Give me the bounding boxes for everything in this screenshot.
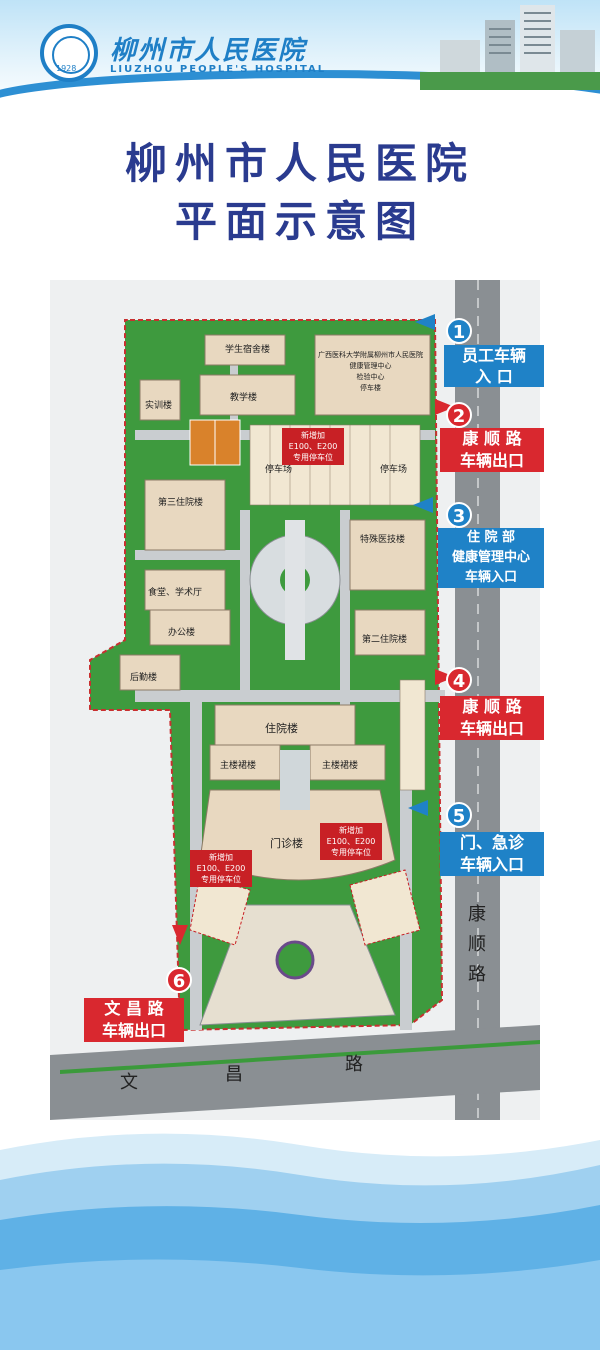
ev-parking-right xyxy=(349,869,421,946)
health-center-building xyxy=(314,334,431,416)
logistics-building xyxy=(119,654,181,691)
entrance-1-label: 员工车辆 入 口 xyxy=(444,345,544,387)
hospital-name-cn: 柳州市人民医院 xyxy=(110,36,307,66)
ev-tag-north: 新增加 E100、E200 专用停车位 xyxy=(282,428,344,465)
entrance-3-marker: 3 xyxy=(446,502,472,528)
entrance-4-label: 康 顺 路 车辆出口 xyxy=(440,696,544,740)
inpatient-building xyxy=(214,704,356,746)
office-building xyxy=(149,609,231,646)
label-inpatient: 住院楼 xyxy=(265,722,298,735)
label-annex-right: 主楼裙楼 xyxy=(322,761,359,771)
header-banner: 1928 柳州市人民医院 LIUZHOU PEOPLE'S HOSPITAL xyxy=(0,0,600,110)
canteen-building xyxy=(144,569,226,611)
arrow-2 xyxy=(435,399,455,415)
label-third-ward: 第三住院楼 xyxy=(158,498,204,508)
arrow-1 xyxy=(415,314,435,330)
page-title-line1: 柳州市人民医院 xyxy=(124,139,475,188)
label-second-ward: 第二住院楼 xyxy=(362,635,408,645)
special-med-building xyxy=(349,519,426,591)
road-label-east-1: 康 xyxy=(468,904,486,925)
dorm-building xyxy=(204,334,286,366)
second-ward-building xyxy=(354,609,426,656)
logo-year: 1928 xyxy=(56,64,77,73)
entrance-3-label: 住 院 部 健康管理中心 车辆入口 xyxy=(438,528,544,588)
label-teaching: 教学楼 xyxy=(230,393,258,403)
label-canteen: 食堂、学术厅 xyxy=(148,588,203,598)
ev-tag-left: 新增加 E100、E200 专用停车位 xyxy=(190,850,252,887)
annex-right-building xyxy=(309,744,386,781)
ev-parking-left xyxy=(189,874,251,946)
label-special-med: 特殊医技楼 xyxy=(360,535,406,545)
parking-lot-east xyxy=(399,679,426,791)
label-health-center: 广西医科大学附属柳州市人民医院 健康管理中心 检验中心 停车楼 xyxy=(318,351,423,392)
hospital-name-en: LIUZHOU PEOPLE'S HOSPITAL xyxy=(110,64,327,75)
arrow-4 xyxy=(435,669,455,685)
entrance-4-marker: 4 xyxy=(446,667,472,693)
road-label-east-3: 路 xyxy=(468,964,486,985)
label-annex-left: 主楼裙楼 xyxy=(220,761,257,771)
entrance-1-marker: 1 xyxy=(446,318,472,344)
label-parking1: 停车场 xyxy=(265,465,293,475)
bottom-water-decoration xyxy=(0,1133,600,1350)
road-label-south-3: 路 xyxy=(345,1054,363,1075)
inner-courtyard xyxy=(280,750,310,810)
road-label-south-2: 昌 xyxy=(225,1064,243,1085)
hospital-skyline-image xyxy=(420,5,600,90)
annex-left-building xyxy=(209,744,281,781)
label-dorm: 学生宿舍楼 xyxy=(225,345,271,355)
arrow-6 xyxy=(172,925,188,945)
entrance-5-label: 门、急诊 车辆入口 xyxy=(440,832,544,876)
road-label-east-2: 顺 xyxy=(468,934,486,955)
label-training: 实训楼 xyxy=(145,401,173,411)
arrow-3 xyxy=(413,497,433,513)
label-logistics: 后勤楼 xyxy=(130,673,158,683)
third-ward-building xyxy=(144,479,226,551)
entrance-2-label: 康 顺 路 车辆出口 xyxy=(440,428,544,472)
label-outpatient: 门诊楼 xyxy=(270,837,303,850)
label-parking2: 停车场 xyxy=(380,465,408,475)
entrance-6-label: 文 昌 路 车辆出口 xyxy=(84,998,184,1042)
arrow-5 xyxy=(408,800,428,816)
teaching-building xyxy=(199,374,296,416)
entrance-2-marker: 2 xyxy=(446,402,472,428)
training-building xyxy=(139,379,181,421)
entrance-6-marker: 6 xyxy=(166,967,192,993)
hospital-logo-icon: 1928 xyxy=(40,24,98,82)
road-label-south-1: 文 xyxy=(120,1072,138,1093)
label-office: 办公楼 xyxy=(168,628,196,638)
ev-tag-right: 新增加 E100、E200 专用停车位 xyxy=(320,823,382,860)
entrance-5-marker: 5 xyxy=(446,802,472,828)
page-title-line2: 平面示意图 xyxy=(174,197,425,246)
